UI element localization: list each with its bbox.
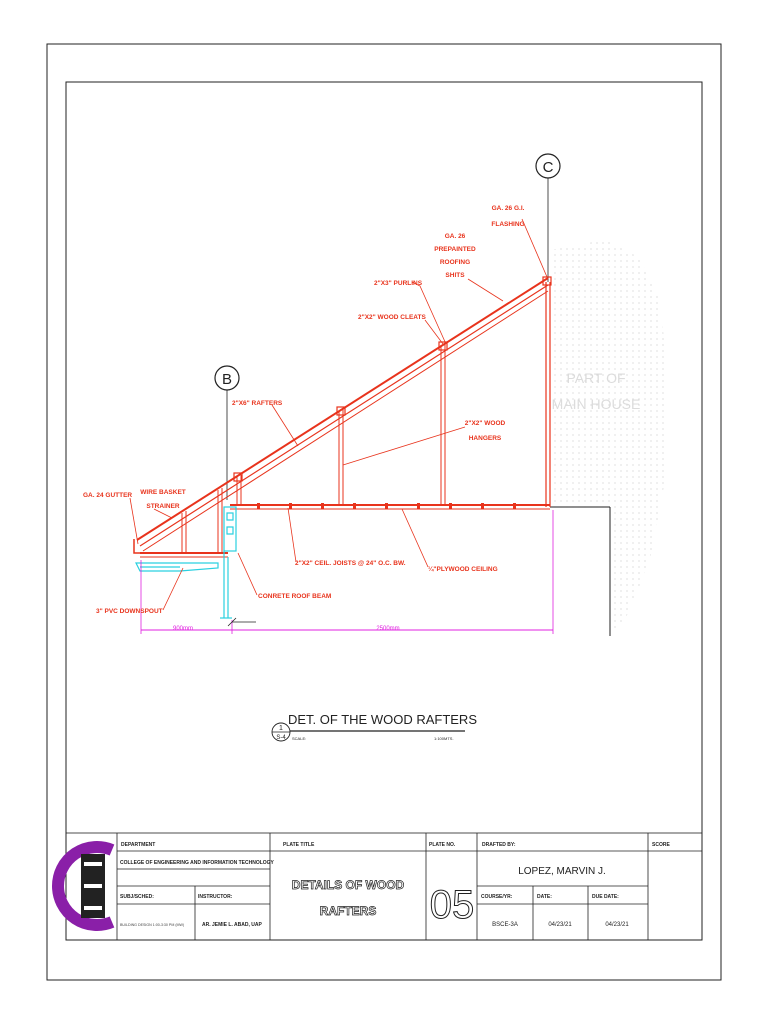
dimension-line: 900mm 2500mm: [140, 510, 554, 634]
subject-label: SUBJ/SCHED:: [120, 894, 154, 900]
title-sheet-ref: S-4: [276, 735, 286, 741]
dim-2500mm: 2500mm: [376, 626, 399, 632]
grid-c-label: C: [543, 159, 554, 176]
callout-flashing-2: FLASHING: [491, 221, 524, 228]
callout-roofing-1: GA. 26: [445, 233, 466, 240]
roof-structure: [133, 276, 552, 558]
leader-lines: [129, 218, 548, 611]
grid-b-label: B: [222, 371, 232, 388]
concrete-roof-beam: [220, 506, 237, 619]
callout-ceil-joists: 2"X2" CEIL. JOISTS @ 24" O.C. BW.: [295, 560, 406, 567]
main-house-label-line1: PART OF: [566, 370, 625, 386]
callout-strainer-1: WIRE BASKET: [140, 489, 186, 496]
plate-title-line2: RAFTERS: [320, 904, 377, 918]
plate-no-label: PLATE NO.: [429, 842, 456, 848]
callout-downspout: 3" PVC DOWNSPOUT: [96, 608, 163, 615]
callout-roofing-4: SHITS: [445, 272, 465, 279]
callout-roof-beam: CONRETE ROOF BEAM: [258, 593, 331, 600]
scale-label: SCALE:: [292, 736, 306, 741]
dim-900mm: 900mm: [173, 626, 193, 632]
main-house-label-line2: MAIN HOUSE: [552, 396, 641, 412]
course-label: COURSE/YR:: [481, 894, 513, 900]
department-value: COLLEGE OF ENGINEERING AND INFORMATION T…: [120, 860, 275, 866]
plate-title-line1: DETAILS OF WOOD: [292, 878, 405, 892]
inner-border: [65, 81, 703, 941]
plate-no-value: 05: [430, 883, 475, 927]
department-label: DEPARTMENT: [121, 842, 155, 848]
callout-gutter: GA. 24 GUTTER: [83, 492, 132, 499]
callout-wood-cleats: 2"X2" WOOD CLEATS: [358, 314, 426, 321]
outer-border: [46, 43, 722, 981]
grid-line-b: B: [214, 365, 240, 500]
callout-plywood: ¼"PLYWOOD CEILING: [428, 565, 498, 573]
subject-value: BUILDING DESIGN 1:00-3:30 PM (MW): [120, 923, 184, 927]
due-date-label: DUE DATE:: [592, 894, 619, 900]
plate-title-label: PLATE TITLE: [283, 842, 315, 848]
date-label: DATE:: [537, 894, 552, 900]
grid-line-c: C: [535, 153, 561, 282]
due-date-value: 04/23/21: [605, 922, 629, 928]
score-label: SCORE: [652, 842, 670, 848]
callout-purlins: 2"X3" PURLINS: [374, 280, 423, 287]
ceiling-joists: [257, 503, 516, 509]
pvc-downspout: [135, 562, 219, 572]
main-house: PART OF MAIN HOUSE: [550, 240, 668, 636]
callout-hangers-1: 2"X2" WOOD: [465, 420, 506, 427]
scale-value: 1:100MTS.: [434, 736, 454, 741]
drafted-by-value: LOPEZ, MARVIN J.: [518, 866, 606, 877]
drawing-title: 1 S-4 DET. OF THE WOOD RAFTERS SCALE: 1:…: [271, 712, 477, 742]
course-value: BSCE-3A: [492, 922, 518, 928]
instructor-label: INSTRUCTOR:: [198, 894, 233, 900]
instructor-value: AR. JEMIE L. ABAD, UAP: [202, 922, 262, 928]
callout-hangers-2: HANGERS: [469, 435, 502, 442]
drafted-by-label: DRAFTED BY:: [482, 842, 516, 848]
callout-roofing-2: PREPAINTED: [434, 246, 476, 253]
callout-flashing-1: GA. 26 G.I.: [492, 205, 525, 212]
callout-rafters: 2"X6" RAFTERS: [232, 400, 283, 407]
school-logo: [52, 841, 115, 931]
title-block: [65, 832, 703, 941]
callout-roofing-3: ROOFING: [440, 259, 470, 266]
date-value: 04/23/21: [548, 922, 572, 928]
title-detail-number: 1: [279, 725, 283, 732]
callout-strainer-2: STRAINER: [146, 503, 180, 510]
title-text: DET. OF THE WOOD RAFTERS: [288, 712, 477, 727]
